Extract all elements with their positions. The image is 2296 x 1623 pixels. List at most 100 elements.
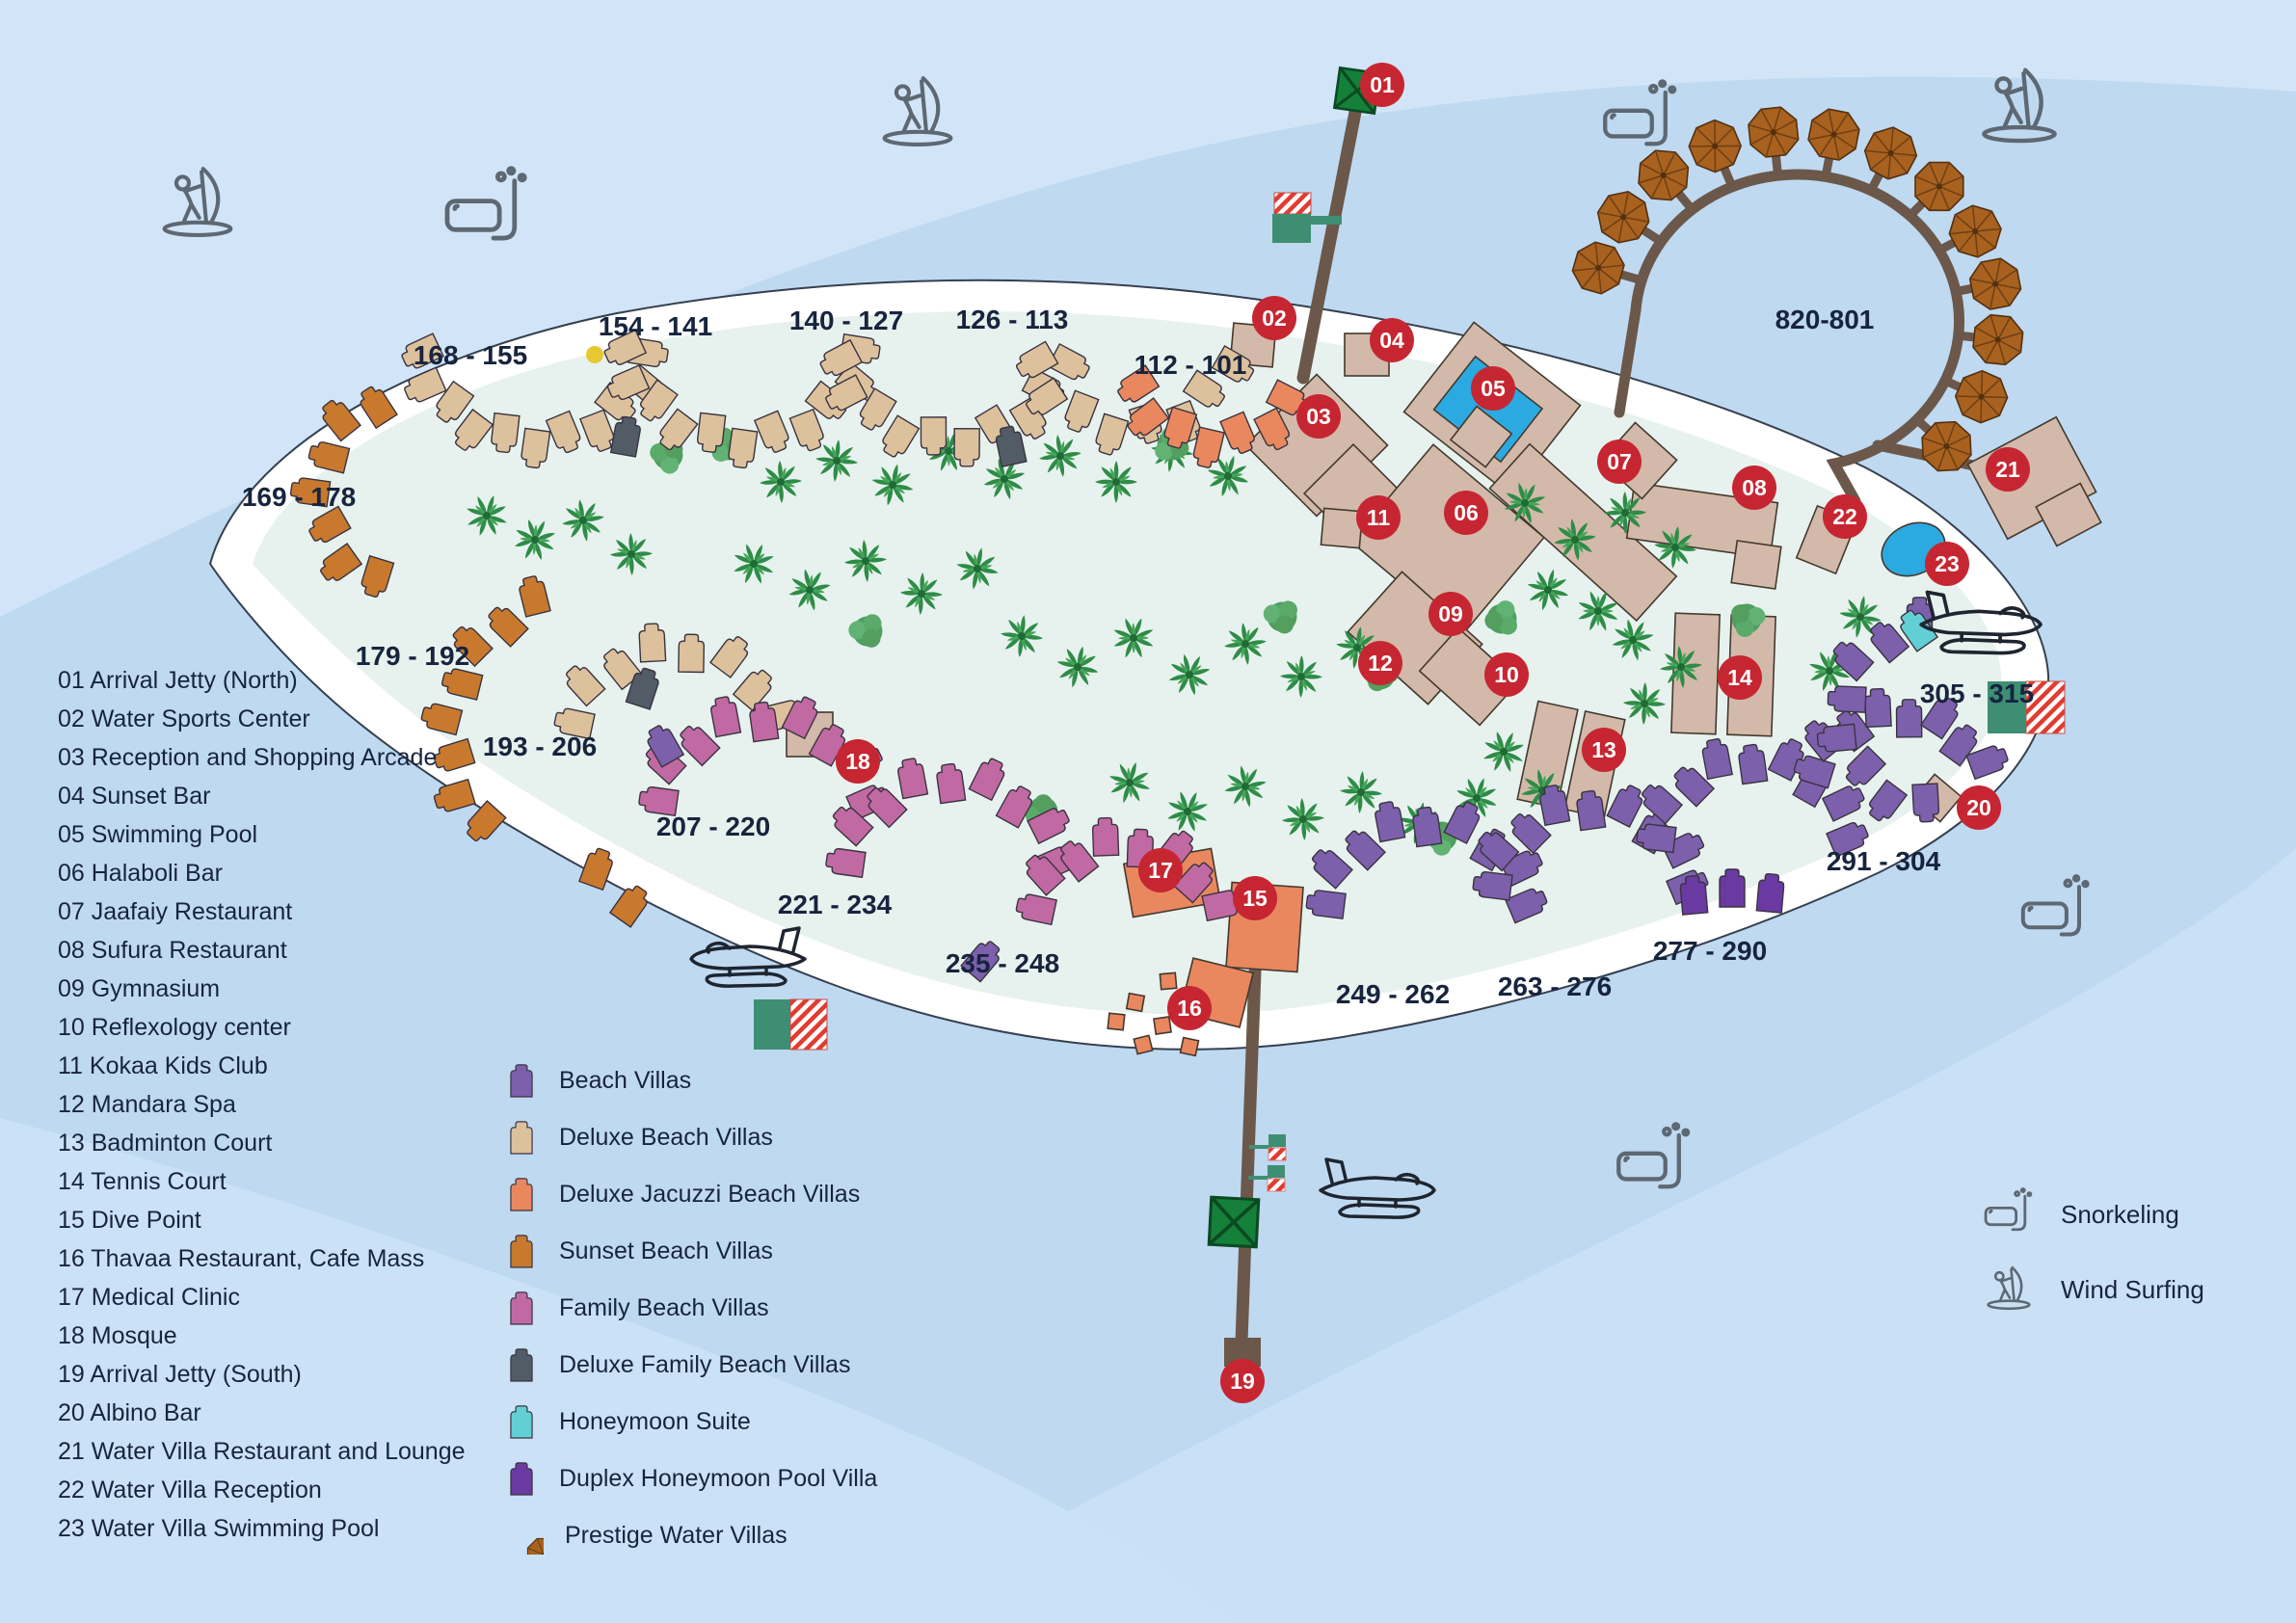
location-list-item: 15 Dive Point	[58, 1207, 201, 1234]
legend-item: Sunset Beach Villas	[505, 1230, 877, 1272]
location-list-item: 11 Kokaa Kids Club	[58, 1052, 268, 1079]
map-marker-07[interactable]: 07	[1597, 439, 1642, 484]
snorkel-icon	[1982, 1187, 2036, 1241]
villa-range-label: 193 - 206	[483, 732, 597, 761]
marker-number: 09	[1438, 601, 1463, 626]
map-marker-20[interactable]: 20	[1957, 785, 2001, 830]
villa-range-label: 179 - 192	[356, 641, 469, 671]
marker-number: 10	[1494, 662, 1519, 687]
map-marker-13[interactable]: 13	[1582, 728, 1626, 772]
map-marker-02[interactable]: 02	[1252, 296, 1296, 340]
legend-item: Duplex Honeymoon Pool Villa	[505, 1457, 877, 1500]
location-list-item: 23 Water Villa Swimming Pool	[58, 1515, 380, 1542]
marker-number: 23	[1935, 551, 1960, 576]
map-marker-08[interactable]: 08	[1732, 466, 1776, 510]
map-marker-10[interactable]: 10	[1484, 652, 1529, 697]
sea-light-band	[0, 0, 2296, 617]
legend-item: Deluxe Family Beach Villas	[505, 1344, 877, 1386]
marker-number: 04	[1379, 328, 1404, 353]
marker-number: 03	[1306, 404, 1331, 429]
map-marker-09[interactable]: 09	[1428, 592, 1473, 636]
map-marker-05[interactable]: 05	[1471, 366, 1515, 411]
south-jetty	[1207, 965, 1287, 1367]
villa-range-label: 207 - 220	[656, 812, 770, 841]
villa-icon	[505, 1290, 538, 1326]
legend-label: Honeymoon Suite	[559, 1407, 751, 1435]
dive-flag	[754, 998, 828, 1051]
villa-icon	[505, 1062, 538, 1099]
water-villa-restaurant-building	[1966, 415, 2102, 547]
map-marker-17[interactable]: 17	[1138, 848, 1183, 892]
location-list-item: 09 Gymnasium	[58, 975, 221, 1002]
legend-label: Duplex Honeymoon Pool Villa	[559, 1464, 878, 1492]
marker-number: 21	[1995, 457, 2020, 482]
location-list-item: 13 Badminton Court	[58, 1130, 273, 1157]
map-marker-01[interactable]: 01	[1360, 63, 1404, 107]
south-jetty-marker-box	[1207, 1195, 1261, 1249]
location-list-item: 10 Reflexology center	[58, 1014, 291, 1041]
map-marker-11[interactable]: 11	[1356, 495, 1401, 540]
location-list-item: 16 Thavaa Restaurant, Cafe Mass	[58, 1245, 425, 1272]
map-marker-22[interactable]: 22	[1823, 494, 1867, 539]
map-marker-19[interactable]: 19	[1220, 1359, 1265, 1403]
activity-label: Wind Surfing	[2061, 1274, 2204, 1304]
map-marker-18[interactable]: 18	[836, 739, 880, 784]
marker-number: 16	[1177, 996, 1202, 1021]
location-list-item: 01 Arrival Jetty (North)	[58, 667, 298, 694]
marker-number: 14	[1727, 665, 1752, 690]
villa-range-label: 112 - 101	[1135, 350, 1247, 380]
location-list-item: 17 Medical Clinic	[58, 1284, 240, 1311]
location-list-item: 04 Sunset Bar	[58, 783, 211, 810]
activity-legend-item: Snorkeling	[1982, 1187, 2204, 1241]
yellow-bush	[586, 346, 603, 363]
villa-range-label: 820-801	[1775, 305, 1875, 334]
marker-number: 15	[1242, 886, 1268, 911]
map-marker-12[interactable]: 12	[1358, 641, 1402, 685]
location-list-item: 22 Water Villa Reception	[58, 1477, 322, 1503]
location-list-item: 14 Tennis Court	[58, 1168, 227, 1195]
map-marker-03[interactable]: 03	[1296, 394, 1341, 439]
location-list-item: 08 Sufura Restaurant	[58, 937, 287, 964]
villa-range-label: 235 - 248	[946, 948, 1059, 978]
legend-label: Deluxe Beach Villas	[559, 1123, 773, 1151]
location-list-item: 05 Swimming Pool	[58, 821, 258, 848]
map-marker-06[interactable]: 06	[1444, 491, 1488, 535]
north-jetty-green-flag	[1272, 214, 1311, 243]
villa-range-label: 305 - 315	[1920, 678, 2034, 708]
map-marker-23[interactable]: 23	[1925, 542, 1969, 586]
legend-label: Deluxe Jacuzzi Beach Villas	[559, 1180, 861, 1208]
villa-range-label: 221 - 234	[778, 890, 893, 919]
activity-legend-item: Wind Surfing	[1982, 1263, 2204, 1317]
marker-number: 05	[1481, 376, 1506, 401]
map-marker-04[interactable]: 04	[1370, 318, 1414, 362]
legend-label: Family Beach Villas	[559, 1293, 769, 1321]
map-marker-14[interactable]: 14	[1718, 655, 1762, 700]
location-list-item: 06 Halaboli Bar	[58, 860, 223, 887]
location-list-item: 03 Reception and Shopping Arcade	[58, 744, 438, 771]
villa-range-label: 154 - 141	[599, 311, 712, 341]
map-marker-16[interactable]: 16	[1167, 986, 1212, 1030]
villa-range-label: 291 - 304	[1827, 846, 1941, 876]
marker-number: 07	[1607, 449, 1632, 474]
location-list: 01 Arrival Jetty (North)02 Water Sports …	[58, 661, 466, 1548]
marker-number: 13	[1591, 737, 1616, 762]
map-marker-15[interactable]: 15	[1233, 876, 1277, 920]
legend-item: Family Beach Villas	[505, 1287, 877, 1329]
map-marker-21[interactable]: 21	[1986, 447, 2030, 492]
villa-icon	[505, 1460, 538, 1497]
numbered-markers: 01 02 03 04 05 06 07 08 09 10 11 12 13 14 15 16 17 18 19 20…	[836, 63, 2030, 1403]
prestige-water-villa-icon	[505, 1516, 544, 1555]
villa-range-label: 140 - 127	[789, 306, 903, 335]
marker-number: 06	[1454, 500, 1479, 525]
marker-number: 12	[1368, 651, 1393, 676]
villa-range-label: 126 - 113	[956, 305, 1069, 334]
kids-club-building	[1320, 507, 1364, 549]
marker-number: 08	[1742, 475, 1767, 500]
villa-icon	[505, 1176, 538, 1212]
villa-range-label: 249 - 262	[1336, 979, 1450, 1009]
